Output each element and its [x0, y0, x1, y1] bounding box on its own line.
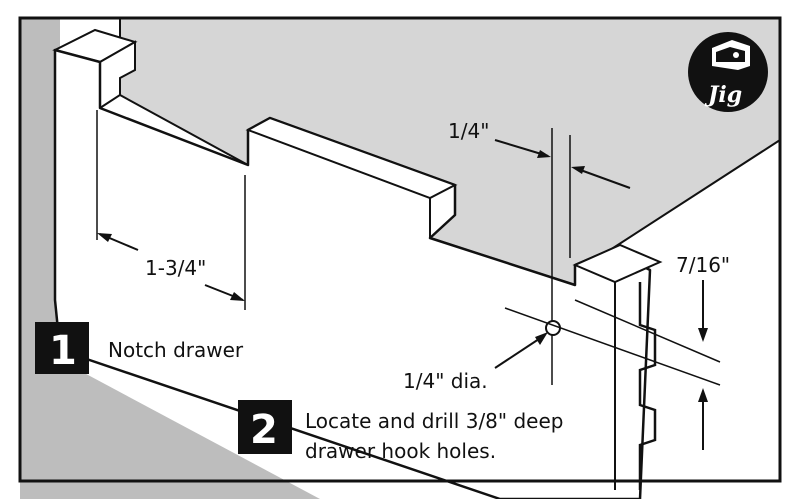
hole-leader-arrowhead [535, 332, 548, 345]
drawer-right-end-top [572, 243, 663, 284]
notch-width-label: 1-3/4" [145, 256, 206, 280]
step-1-badge [35, 322, 89, 374]
depth-arrowhead-right [571, 166, 585, 174]
step-1-number: 1 [49, 328, 77, 374]
step-1-text: Notch drawer [108, 338, 244, 362]
depth-arrow-line-right [574, 167, 631, 189]
step-2-badge [238, 400, 292, 454]
step-2-number: 2 [250, 407, 278, 453]
notch-step-top [245, 116, 458, 200]
jig-logo-text: Jig [704, 82, 742, 108]
step-2-text-line-2: drawer hook holes. [305, 439, 496, 463]
hole-leader-line [494, 334, 546, 369]
diagram-frame [18, 16, 782, 483]
hole-centerline-2 [574, 299, 721, 363]
drawer-right-slotted-edge [638, 282, 657, 490]
hole-spacing-label: 7/16" [676, 253, 730, 277]
hole-centerline-1 [504, 307, 721, 386]
notch-depth-label: 1/4" [448, 119, 489, 143]
step-2-text-line-1: Locate and drill 3/8" deep [305, 409, 563, 433]
drawer-side-board [53, 48, 652, 499]
dim-arrowhead-right [230, 292, 245, 301]
depth-arrowhead-left [537, 150, 551, 158]
spacing-arrowhead-bottom [698, 388, 708, 402]
cabinet-floor [20, 360, 320, 499]
jig-bracket-icon [712, 40, 750, 70]
hole-diameter-label: 1/4" dia. [403, 369, 488, 393]
jig-logo: Jig [688, 32, 768, 112]
dim-arrowhead-left [97, 233, 112, 242]
spacing-arrowhead-top [698, 328, 708, 342]
